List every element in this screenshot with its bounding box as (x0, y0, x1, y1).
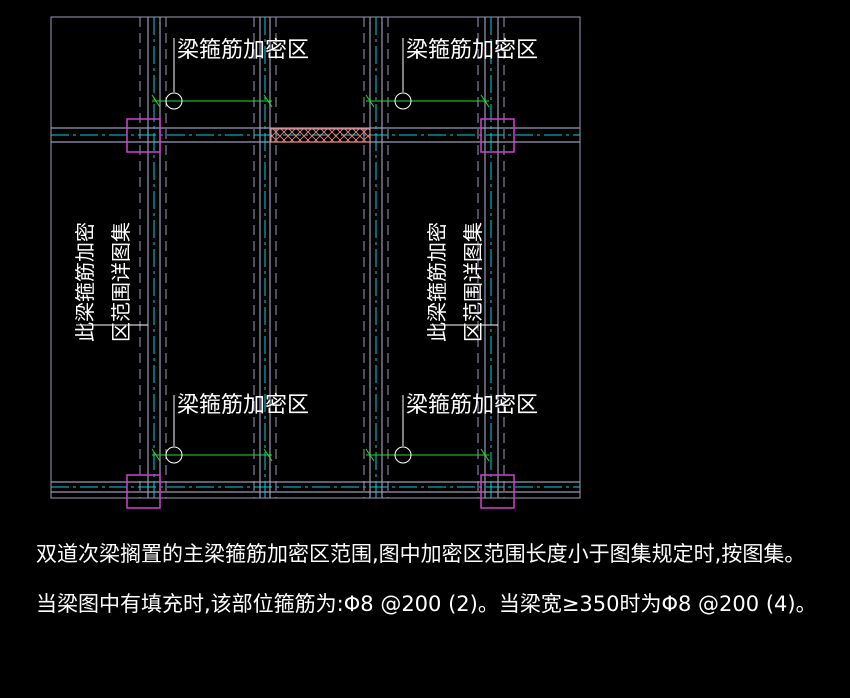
vertical-note-right-line1: 此梁箍筋加密 (425, 222, 449, 342)
dense-zone-label-bottom-right: 梁箍筋加密区 (406, 393, 538, 418)
drawing-frame (50, 16, 581, 499)
column-bottom-right (480, 474, 515, 509)
hidden-beam-edges (139, 17, 505, 498)
vertical-note-right: 此梁箍筋加密 区范围详图集 (425, 222, 485, 342)
leader-circles (165, 92, 412, 464)
vertical-note-right-line2: 区范围详图集 (461, 222, 485, 342)
horizontal-beam-edges (51, 127, 580, 493)
dense-zone-label-top-left: 梁箍筋加密区 (177, 38, 309, 63)
vertical-beam-edges (147, 17, 499, 498)
dense-zone-label-bottom-left: 梁箍筋加密区 (177, 393, 309, 418)
vertical-note-left: 此梁箍筋加密 区范围详图集 (73, 222, 133, 342)
dense-zone-dimensions (151, 94, 490, 462)
columns (126, 118, 515, 509)
vertical-note-left-line1: 此梁箍筋加密 (73, 222, 97, 342)
hatched-beam-segment (270, 128, 371, 143)
column-top-left (126, 118, 161, 153)
leader-lines (76, 38, 498, 446)
vertical-note-left-line2: 区范围详图集 (109, 222, 133, 342)
note-line-1: 双道次梁搁置的主梁箍筋加密区范围,图中加密区范围长度小于图集规定时,按图集。 (36, 542, 806, 566)
dense-zone-label-top-right: 梁箍筋加密区 (406, 38, 538, 63)
column-bottom-left (126, 474, 161, 509)
note-line-2: 当梁图中有填充时,该部位箍筋为:Φ8 @200 (2)。当梁宽≥350时为Φ8 … (36, 592, 817, 616)
column-top-right (480, 118, 515, 153)
